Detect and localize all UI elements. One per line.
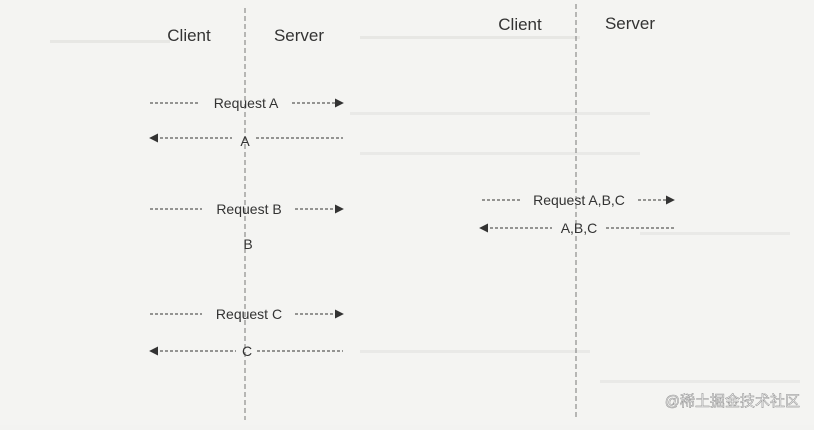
left-message-request-a: Request A [150,95,344,111]
left-client-header: Client [167,26,211,45]
right-message-response-abc: A,B,C [479,220,674,236]
left-message-response-a: A [149,133,343,149]
watermark-text: @稀土掘金技术社区 [665,393,800,410]
left-message-label: Request B [216,201,281,217]
right-server-header: Server [605,14,655,33]
right-message-label: Request A,B,C [533,192,625,208]
right-sequence-diagram: Client Server Request A,B,C A,B,C [479,4,675,420]
left-message-label: A [240,133,250,149]
left-server-header: Server [274,26,324,45]
bleed-through-texture [50,36,800,383]
left-message-response-b: B [243,236,252,252]
left-message-label: Request A [214,95,279,111]
left-message-label: B [243,236,252,252]
right-message-request-abc: Request A,B,C [482,192,675,208]
left-sequence-diagram: Client Server Request A A Request B [149,8,344,420]
right-client-header: Client [498,15,542,34]
left-message-request-c: Request C [150,306,344,322]
left-message-label: Request C [216,306,282,322]
left-message-response-c: C [149,343,343,359]
right-message-label: A,B,C [561,220,598,236]
left-message-label: C [242,343,252,359]
left-message-request-b: Request B [150,201,344,217]
